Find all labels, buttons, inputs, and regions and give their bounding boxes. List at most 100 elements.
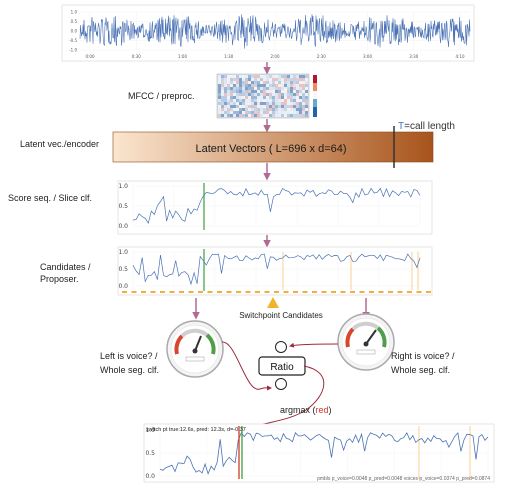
mfcc-cell (254, 96, 257, 99)
mfcc-cell (254, 99, 257, 102)
mfcc-cell (269, 75, 272, 78)
mfcc-cell (275, 75, 278, 78)
ratio-label: Ratio (270, 362, 294, 373)
mfcc-cell (281, 102, 284, 105)
candidate-marker (378, 291, 384, 293)
mfcc-cell (254, 84, 257, 87)
mfcc-cell (233, 75, 236, 78)
mfcc-cell (272, 93, 275, 96)
mfcc-cell (275, 90, 278, 93)
mfcc-cell (251, 78, 254, 81)
candidates-label-2: Proposer. (40, 274, 79, 284)
mfcc-cell (272, 90, 275, 93)
mfcc-cell (233, 105, 236, 108)
mfcc-cell (221, 114, 224, 117)
mfcc-cell (260, 96, 263, 99)
mfcc-cell (230, 99, 233, 102)
mfcc-cell (257, 96, 260, 99)
mfcc-cell (227, 75, 230, 78)
candidates-sequence (132, 253, 421, 286)
mfcc-cell (269, 87, 272, 90)
call-length-t: T (398, 121, 404, 132)
mfcc-cell (239, 114, 242, 117)
mfcc-cell (254, 87, 257, 90)
mfcc-cell (266, 75, 269, 78)
mfcc-cell (269, 108, 272, 111)
mfcc-cell (257, 75, 260, 78)
mfcc-cell (284, 93, 287, 96)
mfcc-cell (287, 96, 290, 99)
mfcc-cell (224, 93, 227, 96)
score-row-label: Score seq. / Slice clf. (8, 193, 92, 203)
mfcc-cell (290, 96, 293, 99)
mfcc-cell (263, 108, 266, 111)
right-voice-label-2: Whole seg. clf. (391, 365, 450, 375)
mfcc-cell (218, 93, 221, 96)
mfcc-cell (275, 102, 278, 105)
mfcc-cell (248, 105, 251, 108)
mfcc-cell (281, 78, 284, 81)
mfcc-cell (269, 114, 272, 117)
mfcc-cell (242, 111, 245, 114)
mfcc-cell (296, 87, 299, 90)
mfcc-cell (233, 102, 236, 105)
mfcc-cell (263, 102, 266, 105)
mfcc-cell (254, 111, 257, 114)
mfcc-cell (302, 96, 305, 99)
mfcc-cell (281, 111, 284, 114)
mfcc-cell (242, 93, 245, 96)
mfcc-cell (239, 75, 242, 78)
mfcc-cell (251, 81, 254, 84)
mfcc-cell (278, 78, 281, 81)
mfcc-cell (260, 87, 263, 90)
left-gauge-icon (166, 320, 224, 378)
mfcc-cell (224, 87, 227, 90)
mfcc-cell (224, 81, 227, 84)
mfcc-cell (281, 81, 284, 84)
mfcc-cell (275, 111, 278, 114)
mfcc-cell (218, 114, 221, 117)
mfcc-cell (257, 90, 260, 93)
mfcc-cell (251, 111, 254, 114)
mfcc-cell (263, 81, 266, 84)
mfcc-cell (233, 90, 236, 93)
mfcc-cell (269, 93, 272, 96)
candidate-marker (188, 291, 194, 293)
mfcc-cell (242, 102, 245, 105)
candidate-marker (407, 291, 412, 293)
wave-xtick: 4:10 (456, 54, 465, 59)
bottom-footer: pmbls p_voice=0.0048 p_pred=0.0048 voice… (317, 476, 490, 482)
mfcc-cell (281, 96, 284, 99)
candidate-marker (283, 291, 289, 293)
candidate-marker (236, 291, 241, 293)
mfcc-cell (239, 84, 242, 87)
mfcc-cell (275, 81, 278, 84)
mfcc-cell (260, 99, 263, 102)
mfcc-cell (290, 102, 293, 105)
mfcc-cell (287, 105, 290, 108)
mfcc-cell (284, 108, 287, 111)
mfcc-cell (221, 81, 224, 84)
mfcc-cell (305, 90, 308, 93)
panel-ytick: 1.0 (118, 183, 128, 190)
latent-row-label: Latent vec./encoder (20, 139, 99, 149)
mfcc-cell (281, 90, 284, 93)
mfcc-cell (305, 99, 308, 102)
mfcc-cell (257, 78, 260, 81)
mfcc-cell (296, 114, 299, 117)
mfcc-cell (305, 114, 308, 117)
candidate-marker (255, 291, 260, 293)
mfcc-cell (233, 114, 236, 117)
mfcc-cell (272, 96, 275, 99)
mfcc-cell (239, 81, 242, 84)
mfcc-cell (218, 87, 221, 90)
mfcc-cell (269, 96, 272, 99)
mfcc-cell (284, 78, 287, 81)
mfcc-cell (254, 93, 257, 96)
mfcc-cell (236, 99, 239, 102)
mfcc-cell (278, 75, 281, 78)
mfcc-cell (242, 75, 245, 78)
mfcc-cell (245, 108, 248, 111)
candidate-marker (150, 291, 156, 293)
